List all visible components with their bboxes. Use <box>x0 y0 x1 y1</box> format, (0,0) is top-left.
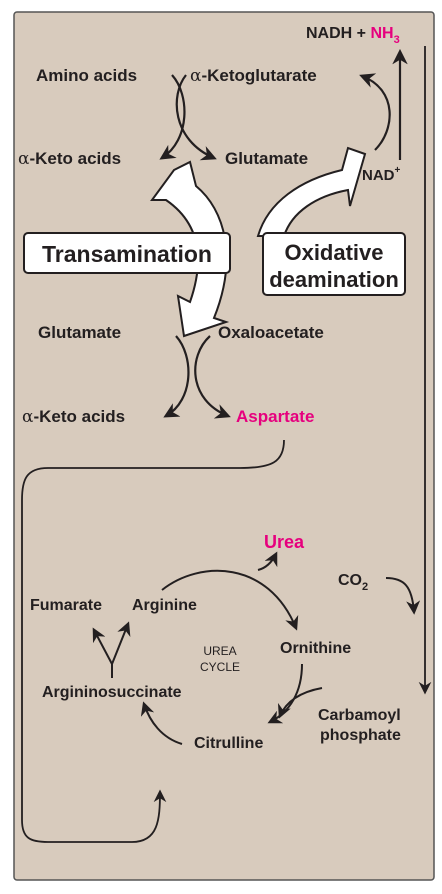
nad-plus-label: NAD+ <box>362 165 401 184</box>
arginine-to-ornithine-arrow <box>161 569 299 631</box>
transamination-label: Transamination <box>42 241 212 267</box>
co2-label: CO2 <box>338 572 368 593</box>
ornithine-label: Ornithine <box>280 640 351 657</box>
transamination-arc-left <box>159 74 186 160</box>
phosphate-label: phosphate <box>320 727 401 744</box>
aspartate-arc-left <box>163 335 190 418</box>
argininosuccinate-label: Argininosuccinate <box>42 684 182 701</box>
alpha-keto-acids-label: α-Keto acids <box>18 149 121 169</box>
co2-to-carbamoyl-arrow <box>385 577 421 615</box>
glutamate-product-label: Glutamate <box>225 149 308 168</box>
glutamate-substrate-label: Glutamate <box>38 323 121 342</box>
oxidative-deamination-big-arrow <box>256 146 367 237</box>
deamination-arc <box>359 73 391 151</box>
deamination-label: deamination <box>269 267 399 292</box>
citrulline-to-argininosuccinate-arrow <box>140 701 183 745</box>
oxaloacetate-label: Oxaloacetate <box>218 323 324 342</box>
urea-cycle-label-line1: UREA <box>203 644 236 658</box>
urea-cycle-label-line2: CYCLE <box>200 660 240 674</box>
alpha-ketoglutarate-label: α-Ketoglutarate <box>190 66 317 86</box>
nadh-nh3-label: NADH + NH3 <box>306 25 400 46</box>
urea-label: Urea <box>264 532 305 552</box>
arginine-label: Arginine <box>132 597 197 614</box>
oxidative-label: Oxidative <box>284 240 383 265</box>
transamination-box <box>23 232 231 274</box>
aspartate-label: Aspartate <box>236 407 314 426</box>
oxidative-deamination-box <box>262 232 406 296</box>
citrulline-label: Citrulline <box>194 735 263 752</box>
to-fumarate-arrow <box>92 627 113 665</box>
alpha-keto-acids-product-label: α-Keto acids <box>22 407 125 427</box>
amino-acids-label: Amino acids <box>36 66 137 85</box>
carbamoyl-label: Carbamoyl <box>318 707 401 724</box>
transamination-big-arrow <box>150 160 230 338</box>
to-arginine-arrow <box>111 621 131 665</box>
transamination-arc-right <box>175 74 217 161</box>
urea-release-arrow <box>257 551 278 571</box>
aspartate-to-cycle-connector <box>21 439 285 843</box>
carbamoyl-to-cycle-arrow <box>277 687 323 719</box>
aspartate-arc-right <box>194 335 231 419</box>
fumarate-label: Fumarate <box>30 597 102 614</box>
background-panel <box>13 11 435 881</box>
